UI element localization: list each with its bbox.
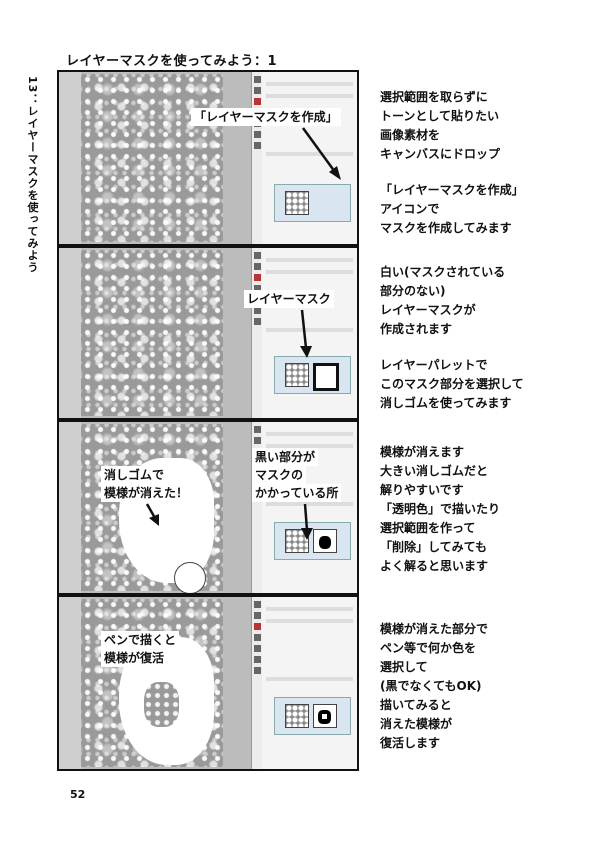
layer-row (274, 697, 351, 735)
layer-mask-thumbnail (313, 363, 339, 391)
canvas-margin (223, 597, 251, 769)
layer-palette (262, 597, 357, 769)
callout-create-mask: 「レイヤーマスクを作成」 (191, 108, 341, 126)
layer-thumbnail (285, 363, 309, 387)
screenshot-panel-1: 「レイヤーマスクを作成」 (57, 70, 359, 246)
page-number: 52 (70, 788, 86, 801)
layer-thumbnail (285, 191, 309, 215)
layer-row (274, 184, 351, 222)
canvas-area (81, 74, 223, 242)
screenshot-panel-4: ペンで描くと 模様が復活 (57, 595, 359, 771)
chapter-side-title: 13：レイヤーマスクを使ってみよう (26, 76, 39, 274)
note-panel-3: 模様が消えます大きい消しゴムだと解りやすいです「透明色」で描いたり選択範囲を作っ… (380, 445, 501, 573)
callout-eraser: 消しゴムで (101, 466, 168, 484)
eraser-brush-cursor (174, 562, 206, 593)
callout-draw-with-pen: ペンで描くと (101, 631, 180, 649)
arrow-graphic (145, 503, 313, 540)
canvas-area (81, 250, 223, 416)
arrow-graphic (301, 127, 341, 180)
callout-layer-mask: レイヤーマスク (244, 290, 334, 308)
left-strip (59, 597, 81, 769)
note-panel-2: 白い(マスクされている部分のない)レイヤーマスクが作成されます レイヤーパレット… (380, 265, 524, 410)
arrow-graphic (300, 309, 312, 358)
left-strip (59, 248, 81, 418)
layer-row (274, 356, 351, 394)
page-title: レイヤーマスクを使ってみよう：1 (66, 54, 278, 69)
restored-pattern (144, 682, 179, 727)
callout-mask-of: マスクの (252, 466, 307, 484)
layer-palette (262, 248, 357, 418)
callout-pattern-erased: 模様が消えた！ (101, 484, 192, 502)
callout-black-part: 黒い部分が (252, 448, 319, 466)
left-strip (59, 72, 81, 244)
layer-palette (262, 72, 357, 244)
layer-mask-thumbnail (313, 529, 337, 553)
screenshot-panel-2: レイヤーマスク (57, 246, 359, 420)
canvas-margin (223, 422, 251, 593)
note-panel-4: 模様が消えた部分でペン等で何か色を選択して(黒でなくてもOK)描いてみると消えた… (380, 622, 489, 750)
screenshot-panel-3: 消しゴムで 模様が消えた！ 黒い部分が マスクの かかっている所 (57, 420, 359, 595)
layer-mask-thumbnail (313, 704, 337, 728)
left-strip (59, 422, 81, 593)
note-panel-1: 選択範囲を取らずにトーンとして貼りたい画像素材をキャンバスにドロップ 「レイヤー… (380, 90, 524, 235)
layer-thumbnail (285, 704, 309, 728)
canvas-margin (223, 248, 251, 418)
tool-palette (251, 597, 263, 769)
callout-pattern-restored: 模様が復活 (101, 649, 168, 667)
canvas-margin (223, 72, 251, 244)
callout-masked-area: かかっている所 (252, 484, 342, 502)
